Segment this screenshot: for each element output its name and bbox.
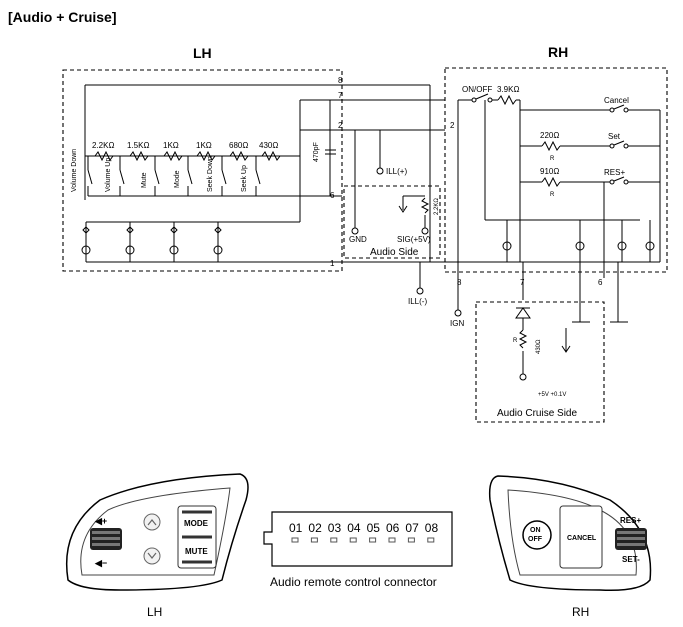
lh-pin-6: 6 xyxy=(330,191,335,200)
volume-up-button[interactable]: ◀+ xyxy=(94,516,107,526)
lh-resistor-chain xyxy=(94,150,281,162)
volume-down-button[interactable]: ◀− xyxy=(94,558,107,568)
connector-pin-03: 03 xyxy=(328,521,342,535)
cancel-button[interactable]: CANCEL xyxy=(567,535,597,542)
lh-resistor-3-label: 1KΩ xyxy=(163,141,179,150)
rh-panel-caption: RH xyxy=(572,605,589,619)
connector-pin-marker xyxy=(330,537,338,543)
off-button[interactable]: OFF xyxy=(528,536,543,543)
switch-seek-down-label: Seek Down xyxy=(207,156,214,192)
lh-pin-1: 1 xyxy=(330,259,335,268)
lh-switches xyxy=(87,156,261,196)
lh-resistor-6-label: 430Ω xyxy=(259,141,278,150)
gnd-label: GND xyxy=(349,235,367,244)
seek-down-icon[interactable] xyxy=(147,552,157,559)
connector-pin-04: 04 xyxy=(347,521,361,535)
lh-resistor-5-label: 680Ω xyxy=(229,141,248,150)
switch-mute-label: Mute xyxy=(141,172,148,188)
connector-pin-marker xyxy=(369,537,377,543)
connector-pin-01: 01 xyxy=(289,521,303,535)
audio-cruise-side-box xyxy=(475,301,605,423)
capacitor-label: 470pF xyxy=(313,142,320,162)
ign-label: IGN xyxy=(450,319,464,328)
page-title: [Audio + Cruise] xyxy=(8,9,117,25)
r220-tag: R xyxy=(550,156,555,162)
ill-minus-label: ILL(-) xyxy=(408,297,427,306)
connector-pin-marker xyxy=(291,537,299,543)
res-label: RES+ xyxy=(604,168,625,177)
rh-steering-panel xyxy=(488,475,652,592)
lh-pin-8: 8 xyxy=(338,76,343,85)
seek-up-icon[interactable] xyxy=(147,519,157,526)
set-label: Set xyxy=(608,132,621,141)
switch-volume-up-label: Volume Up xyxy=(105,158,112,192)
connector-pin-marker xyxy=(407,537,415,543)
rh-resistor-main-label: 3.9KΩ xyxy=(497,85,519,94)
switch-mode-label: Mode xyxy=(174,170,181,188)
mute-button[interactable]: MUTE xyxy=(185,547,208,556)
on-off-label: ON/OFF xyxy=(462,85,492,94)
lh-steering-panel xyxy=(65,473,249,591)
rh-pin-8: 8 xyxy=(457,278,462,287)
rh-led-row xyxy=(502,220,655,262)
connector-pin-02: 02 xyxy=(308,521,322,535)
cancel-label: Cancel xyxy=(604,96,629,105)
mode-button[interactable]: MODE xyxy=(184,519,209,528)
cruise-resistor-label: 430Ω xyxy=(536,339,542,354)
lh-panel-caption: LH xyxy=(147,605,162,619)
cruise-resistor-tag: R xyxy=(513,338,518,344)
lh-resistor-2-label: 1.5KΩ xyxy=(127,141,149,150)
switch-seek-up-label: Seek Up xyxy=(241,165,248,192)
lh-pin-2: 2 xyxy=(338,121,343,130)
set-minus-button[interactable]: SET- xyxy=(622,555,640,564)
audio-side-resistor: 2.2KΩ xyxy=(434,198,440,215)
audio-side-label: Audio Side xyxy=(370,247,419,258)
cruise-supply-label: +5V +0.1V xyxy=(538,392,566,398)
r910-tag: R xyxy=(550,192,555,198)
r910-label: 910Ω xyxy=(540,167,559,176)
lh-pin-7: 7 xyxy=(338,91,343,100)
rh-pin-2: 2 xyxy=(450,121,455,130)
connector-pin-08: 08 xyxy=(425,521,439,535)
lh-heading: LH xyxy=(193,45,212,61)
lh-resistor-4-label: 1KΩ xyxy=(196,141,212,150)
rh-heading: RH xyxy=(548,44,568,60)
audio-connector xyxy=(263,511,453,567)
rh-box xyxy=(444,67,668,273)
connector-pin-05: 05 xyxy=(367,521,381,535)
lh-resistor-1-label: 2.2KΩ xyxy=(92,141,114,150)
cruise-side-label: Audio Cruise Side xyxy=(497,408,577,419)
on-button[interactable]: ON xyxy=(530,527,541,534)
sig-label: SIG(+5V) xyxy=(397,235,431,244)
switch-volume-down-label: Volume Down xyxy=(71,149,78,192)
connector-pin-marker xyxy=(427,537,435,543)
r220-label: 220Ω xyxy=(540,131,559,140)
connector-pin-07: 07 xyxy=(405,521,419,535)
connector-pin-marker xyxy=(349,537,357,543)
lh-box xyxy=(62,69,343,272)
ill-plus-label: ILL(+) xyxy=(386,167,407,176)
connector-pin-marker xyxy=(310,537,318,543)
connector-pin-06: 06 xyxy=(386,521,400,535)
connector-label: Audio remote control connector xyxy=(270,575,437,589)
rh-pin-6: 6 xyxy=(598,278,603,287)
connector-pin-marker xyxy=(388,537,396,543)
res-plus-button[interactable]: RES+ xyxy=(620,516,641,525)
lh-led-row xyxy=(81,222,223,262)
